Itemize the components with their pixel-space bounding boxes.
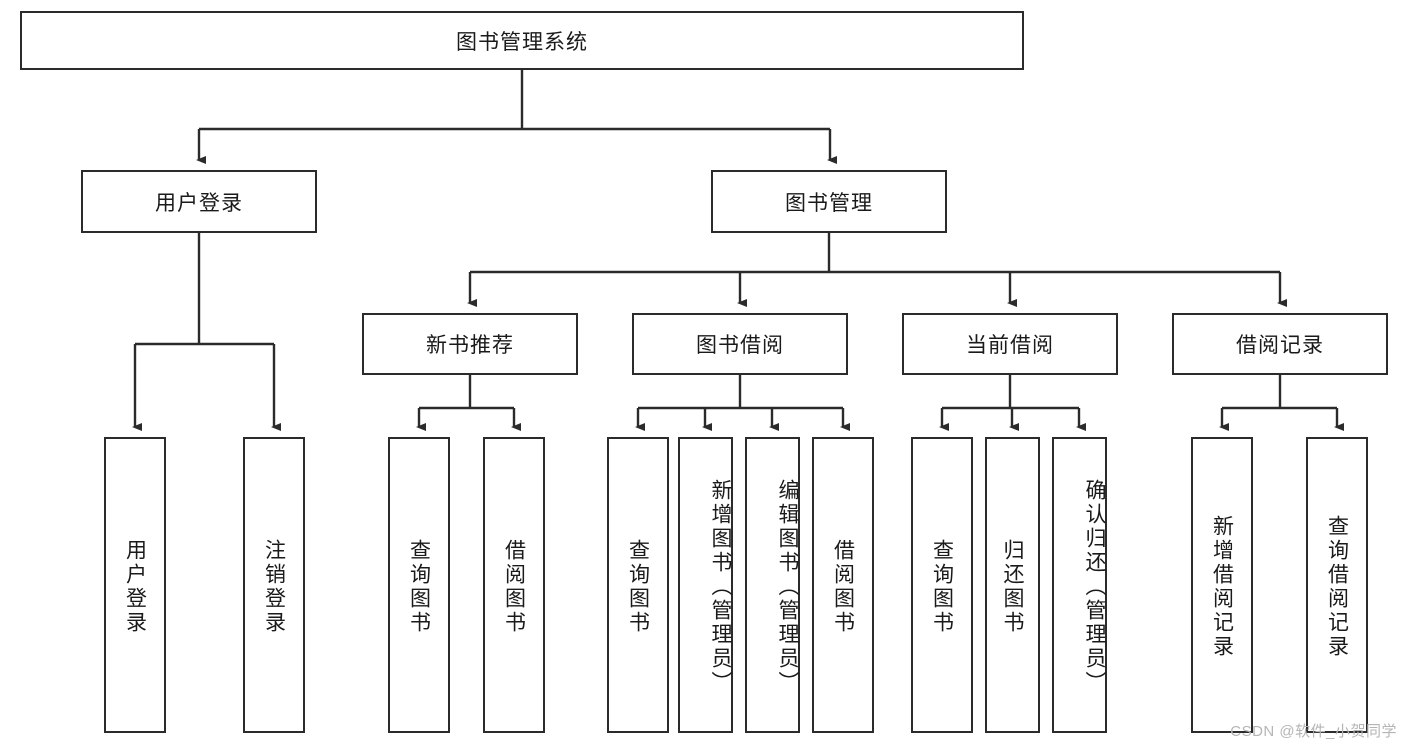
node-leaf-query-borrow-record[interactable]: 查询借阅记录 <box>1306 437 1368 733</box>
csdn-watermark: CSDN @软件_小贺同学 <box>1230 723 1397 740</box>
node-user-login-label: 用户登录 <box>155 191 243 215</box>
node-user-login[interactable]: 用户登录 <box>81 170 317 233</box>
node-leaf-return-book[interactable]: 归还图书 <box>985 437 1040 733</box>
node-leaf-user-logout[interactable]: 注销登录 <box>243 437 305 733</box>
node-borrow-record-label: 借阅记录 <box>1236 334 1324 357</box>
node-leaf-user-login-label: 用户登录 <box>123 539 147 635</box>
node-leaf-edit-book-admin[interactable]: 编辑图书（管理员） <box>745 437 800 733</box>
node-leaf-user-logout-label: 注销登录 <box>262 539 286 635</box>
node-leaf-user-login[interactable]: 用户登录 <box>104 437 166 733</box>
node-leaf-return-book-label: 归还图书 <box>1001 539 1024 635</box>
node-leaf-query-borrow-record-label: 查询借阅记录 <box>1325 515 1349 659</box>
node-leaf-add-borrow-record[interactable]: 新增借阅记录 <box>1191 437 1253 733</box>
node-current-borrow[interactable]: 当前借阅 <box>902 313 1118 375</box>
node-leaf-confirm-return-admin-label: 确认归还（管理员） <box>1083 479 1106 695</box>
node-root-label: 图书管理系统 <box>456 30 588 54</box>
node-leaf-borrow-book-2-label: 借阅图书 <box>831 539 855 635</box>
node-leaf-add-book-admin-label: 新增图书（管理员） <box>709 479 732 695</box>
node-book-manage[interactable]: 图书管理 <box>711 170 947 233</box>
node-leaf-add-book-admin[interactable]: 新增图书（管理员） <box>678 437 733 733</box>
node-book-manage-label: 图书管理 <box>785 191 873 215</box>
node-leaf-query-book-3-label: 查询图书 <box>930 539 954 635</box>
node-leaf-borrow-book-1[interactable]: 借阅图书 <box>483 437 545 733</box>
node-new-book-recommend[interactable]: 新书推荐 <box>362 313 578 375</box>
node-book-borrow-label: 图书借阅 <box>696 334 784 357</box>
node-leaf-edit-book-admin-label: 编辑图书（管理员） <box>776 479 799 695</box>
node-book-borrow[interactable]: 图书借阅 <box>632 313 848 375</box>
node-leaf-confirm-return-admin[interactable]: 确认归还（管理员） <box>1052 437 1107 733</box>
node-leaf-add-borrow-record-label: 新增借阅记录 <box>1210 515 1234 659</box>
node-new-book-recommend-label: 新书推荐 <box>426 334 514 357</box>
node-borrow-record[interactable]: 借阅记录 <box>1172 313 1388 375</box>
node-leaf-query-book-3[interactable]: 查询图书 <box>911 437 973 733</box>
node-leaf-query-book-1[interactable]: 查询图书 <box>388 437 450 733</box>
node-leaf-borrow-book-2[interactable]: 借阅图书 <box>812 437 874 733</box>
node-current-borrow-label: 当前借阅 <box>966 334 1054 357</box>
node-leaf-query-book-1-label: 查询图书 <box>407 539 431 635</box>
node-leaf-query-book-2[interactable]: 查询图书 <box>607 437 669 733</box>
node-leaf-query-book-2-label: 查询图书 <box>626 539 650 635</box>
node-root[interactable]: 图书管理系统 <box>20 11 1024 70</box>
node-leaf-borrow-book-1-label: 借阅图书 <box>502 539 526 635</box>
